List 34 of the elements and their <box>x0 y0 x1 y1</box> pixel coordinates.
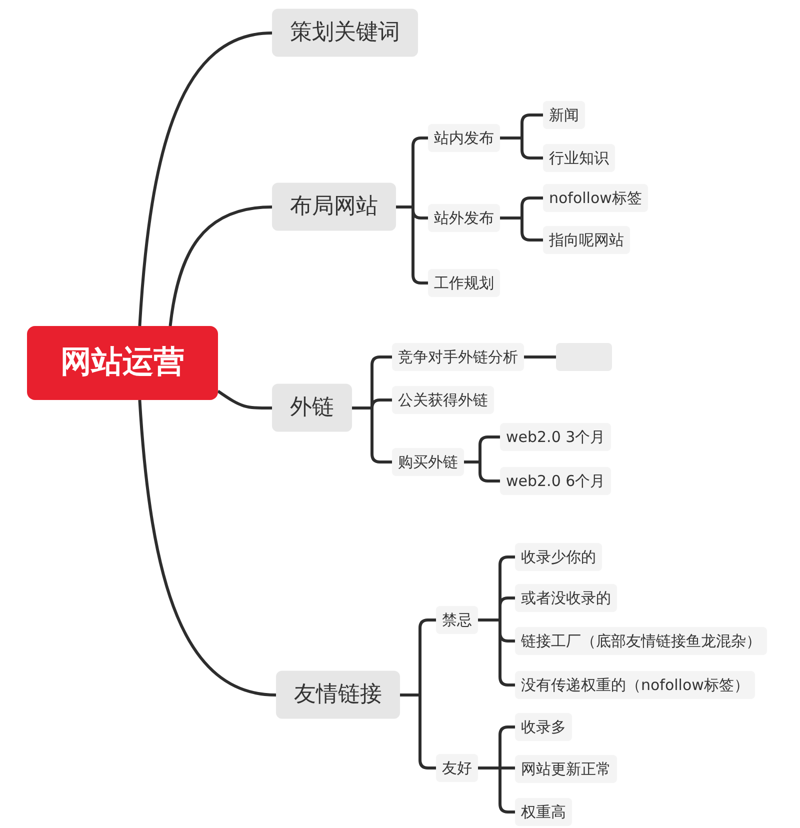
subtopic-box: 收录少你的 <box>515 543 602 571</box>
connector-line <box>500 136 543 160</box>
subtopic-box: 竞争对手外链分析 <box>392 343 524 371</box>
subtopic-box: 网站更新正常 <box>515 755 617 783</box>
empty-box <box>556 343 612 371</box>
subtopic-box: web2.0 3个月 <box>500 423 612 451</box>
connector-line <box>500 216 543 242</box>
subtopic-box: 新闻 <box>543 101 585 129</box>
connector-line <box>138 32 272 326</box>
subtopic-box: 禁忌 <box>436 606 478 634</box>
subtopic-box: 权重高 <box>515 798 572 826</box>
subtopic-box: 工作规划 <box>428 269 500 297</box>
subtopic-box: 链接工厂（底部友情链接鱼龙混杂） <box>515 627 767 655</box>
topic-box: 布局网站 <box>272 182 396 232</box>
subtopic-box: 收录多 <box>515 713 572 741</box>
subtopic-box: 没有传递权重的（nofollow标签） <box>515 671 755 699</box>
central-topic-box: 网站运营 <box>27 326 218 400</box>
connector-line <box>524 356 556 358</box>
subtopic-box: 公关获得外链 <box>392 386 494 414</box>
subtopic-box: 友好 <box>436 754 478 782</box>
connector-line <box>138 400 276 696</box>
connector-line <box>168 206 272 326</box>
topic-box: 友情链接 <box>276 670 400 720</box>
subtopic-box: 站外发布 <box>428 204 500 232</box>
subtopic-box: 站内发布 <box>428 124 500 152</box>
subtopic-box: 行业知识 <box>543 144 615 172</box>
subtopic-box: 或者没收录的 <box>515 584 617 612</box>
subtopic-box: nofollow标签 <box>543 184 648 212</box>
topic-box: 外链 <box>272 384 352 432</box>
topic-box: 策划关键词 <box>272 8 418 58</box>
subtopic-box: 指向呢网站 <box>543 226 630 254</box>
connector-line <box>217 390 272 410</box>
subtopic-box: 购买外链 <box>392 448 464 476</box>
subtopic-box: web2.0 6个月 <box>500 467 612 495</box>
